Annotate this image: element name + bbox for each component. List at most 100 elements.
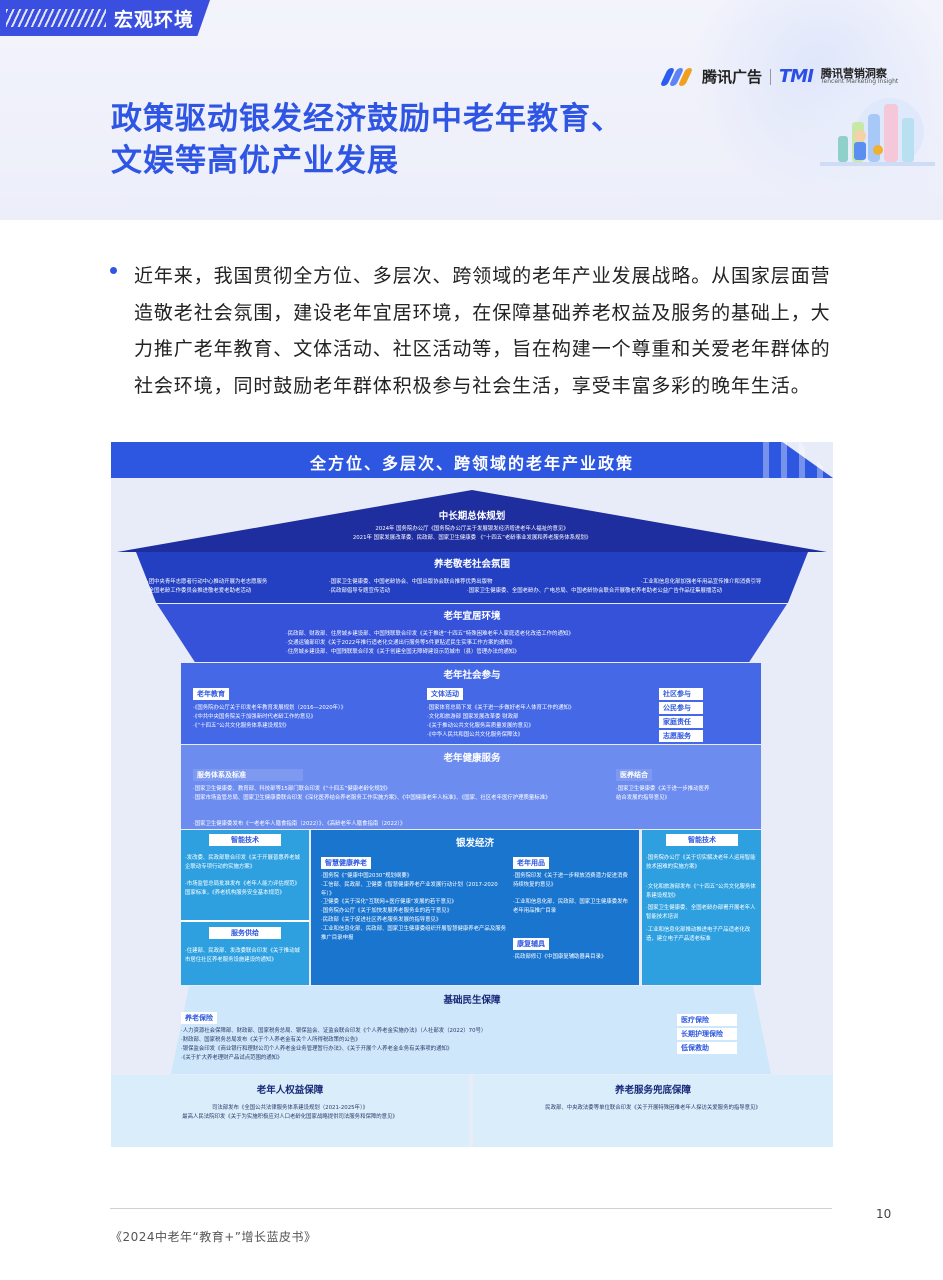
page-title-line1: 政策驱动银发经济鼓励中老年教育、: [111, 101, 623, 137]
tag-rehab-aids: 康复辅具: [513, 938, 549, 950]
policy-diagram: 全方位、多层次、跨领域的老年产业政策 中长期总体规划 2024年 国务院办公厅《…: [111, 442, 833, 1147]
tag-medical-elderly-care: 医养结合: [616, 769, 652, 781]
culture-sports-item: ·文化和旅游部 国家发展改革委 财政部: [427, 714, 519, 720]
tag-culture-sports: 文体活动: [427, 688, 463, 700]
fallback-service-item: 民政部、中央政法委等单位联合印发《关于开展特殊困难老年人探访关爱服务的指导意见》: [545, 1105, 761, 1111]
livable-environment-title: 老年宜居环境: [443, 611, 501, 622]
diagram-banner: [111, 442, 833, 478]
bullet-dot-icon: [110, 267, 117, 274]
smart-tech-left-item: ·市场监管总局批准发布《老年人能力评估规范》国家标准，《养老机构服务安全基本规范…: [185, 881, 300, 896]
smart-tech-right-item: ·工业和信息化部推动推进电子产品适老化改造，建立电子产品适老标准: [646, 927, 751, 942]
tag-elderly-education: 老年教育: [193, 688, 229, 700]
smart-health-item: ·国务院《“健康中国2030”规划纲要》: [321, 873, 413, 879]
tag-ltc-insurance: 长期护理保险: [677, 1028, 737, 1040]
section-label: 宏观环境: [114, 9, 195, 31]
logo-divider: [770, 68, 772, 85]
page-title-line2: 文娱等高优产业发展: [111, 143, 399, 179]
elderly-rights-title: 老年人权益保障: [256, 1085, 324, 1096]
culture-sports-item: ·《中华人民共和国公共文化服务保障法》: [427, 732, 524, 738]
silver-economy-title: 银发经济: [455, 838, 494, 849]
elderly-goods-item: ·国务院印发《关于进一步释放消费潜力促进消费持续恢复的意见》: [513, 873, 628, 888]
column-smart-tech-left: [181, 830, 309, 985]
livable-environment-item: ·民政部、财政部、住房城乡建设部、中国残联联合印发《关于推进“十四五”特殊困难老…: [286, 631, 574, 637]
column-smart-tech-right: [642, 830, 761, 985]
tencent-ads-logo-icon: [659, 67, 694, 86]
long-term-plan-title: 中长期总体规划: [438, 511, 506, 522]
medical-elderly-care-item: 结合发展的指导意见》: [616, 795, 670, 801]
fallback-service-title: 养老服务兜底保障: [614, 1085, 691, 1096]
social-atmosphere-item: ·国家卫生健康委、全国老龄办、广电总局、中国老龄协会联合开展敬老养老助老公益广告…: [467, 588, 723, 594]
footer-divider: [110, 1208, 832, 1209]
rehab-aids-item: ·民政部修订《中国康复辅助器具目录》: [513, 954, 607, 960]
layer-elderly-rights: [111, 1075, 469, 1147]
tag-family-responsibility: 家庭责任: [659, 716, 703, 728]
tmi-logo-text: 腾讯营销洞察 Tencent Marketing Insight: [821, 68, 898, 85]
long-term-plan-line: 2024年 国务院办公厅《国务院办公厅关于发展银发经济增进老年人福祉的意见》: [375, 526, 569, 532]
pension-insurance-item: ·银保监会印发《商业银行和理财公司个人养老金业务管理暂行办法》、《关于开展个人养…: [181, 1046, 453, 1052]
culture-sports-item: ·国家体育总局下发《关于进一步做好老年人体育工作的通知》: [427, 705, 575, 711]
layer-health-service: [181, 745, 761, 829]
livable-environment-item: ·交通运输部印发《关于2022年推行适老化交通出行服务等5件更贴近民生实事工作方…: [286, 640, 516, 646]
smart-health-item: ·卫健委《关于深化“互联网+医疗健康”发展的若干意见》: [321, 899, 457, 905]
basic-livelihood-title: 基础民生保障: [443, 995, 501, 1006]
layer-basic-livelihood: [171, 986, 771, 1074]
diagram-title: 全方位、多层次、跨领域的老年产业政策: [309, 454, 634, 473]
footer-book-title: 《2024中老年“教育+”增长蓝皮书》: [110, 1230, 317, 1244]
logo-row: 腾讯广告 TMI 腾讯营销洞察 Tencent Marketing Insigh…: [659, 66, 898, 87]
service-system-item: ·国家卫生健康委发布《一老老年人膳食指南（2022）》、《高龄老年人膳食指南（2…: [193, 821, 406, 827]
layer-livable-environment: [157, 604, 787, 662]
social-atmosphere-item: ·民政部倡导专题宣传活动: [329, 588, 391, 594]
elderly-education-item: ·《国务院办公厅关于印发老年教育发展规划（2016—2020年）》: [193, 705, 347, 711]
intro-text: 近年来，我国贯彻全方位、多层次、跨领域的老年产业发展战略。从国家层面营造敬老社会…: [134, 265, 831, 397]
smart-tech-right-item: ·文化和旅游部发布《“十四五”公共文化服务体系建设规划》: [646, 884, 756, 899]
smart-tech-right-title: 智能技术: [666, 834, 738, 846]
tag-elderly-goods: 老年用品: [513, 857, 549, 869]
social-atmosphere-item: ·团中央青年志愿者行动中心推动开展为老志愿服务: [147, 579, 268, 585]
culture-sports-item: ·《关于推动公共文化服务高质量发展的意见》: [427, 723, 534, 729]
intro-paragraph: 近年来，我国贯彻全方位、多层次、跨领域的老年产业发展战略。从国家层面营造敬老社会…: [110, 258, 850, 404]
elderly-goods-item: ·工业和信息化部、民政部、国家卫生健康委发布老年用品推广目录: [513, 899, 628, 914]
social-atmosphere-item: ·国家卫生健康委、中国老龄协会、中国出版协会联合推荐优秀出版物: [329, 579, 493, 585]
smart-tech-left-title: 智能技术: [209, 834, 281, 846]
service-system-item: ·国家市场监管总局、国家卫生健康委联合印发《深化医养结合养老服务工作实施方案》、…: [193, 795, 551, 801]
pension-insurance-item: ·财政部、国家税务总局发布《关于个人养老金有关个人所得税政策的公告》: [181, 1037, 361, 1043]
tencent-ads-logo-text: 腾讯广告: [702, 68, 763, 86]
hatch-decoration: [6, 9, 106, 27]
social-atmosphere-item: ·全国老龄工作委员会推进敬老爱老助老活动: [147, 588, 252, 594]
tag-volunteer-service: 志愿服务: [659, 730, 703, 742]
smart-health-item: ·工业和信息化部、民政部、国家卫生健康委组织开展智慧健康养老产品及服务推广目录申…: [321, 926, 506, 941]
page-header: 宏观环境 腾讯广告 TMI 腾讯营销洞察 Tencent Marketing I…: [0, 0, 943, 220]
service-system-item: ·国家卫生健康委、教育部、科技部等15部门联合印发《“十四五”健康老龄化规划》: [193, 786, 391, 792]
tag-medical-insurance: 医疗保险: [677, 1014, 737, 1026]
page-number: 10: [876, 1207, 892, 1221]
elderly-rights-item: 司法部发布《全国公共法律服务体系建设规划（2021-2025年）》: [211, 1105, 369, 1111]
social-participation-title: 老年社会参与: [443, 670, 501, 681]
tag-smart-health: 智慧健康养老: [321, 857, 371, 869]
social-atmosphere-item: ·工业和信息化部加强老年用品宣传推介和消费引导: [641, 579, 762, 585]
tag-minimum-living: 低保救助: [677, 1042, 737, 1054]
pension-insurance-item: ·《关于扩大养老理财产品试点范围的通知》: [181, 1055, 283, 1061]
tag-community-participation: 社区参与: [659, 688, 703, 700]
smart-health-item: ·民政部《关于促进社区养老服务发展的指导意见》: [321, 917, 442, 923]
long-term-plan-line: 2021年 国家发展改革委、民政部、国家卫生健康委 《“十四五”老龄事业发展和养…: [352, 535, 592, 541]
health-service-title: 老年健康服务: [443, 753, 501, 764]
column-silver-economy: [311, 830, 639, 985]
layer-social-atmosphere: [136, 552, 808, 603]
smart-tech-right-item: ·国家卫生健康委、全国老龄办部署开展老年人智能技术培训: [646, 905, 756, 920]
page-title: 政策驱动银发经济鼓励中老年教育、 文娱等高优产业发展: [111, 98, 623, 182]
column-divider: [181, 920, 309, 922]
smart-health-item: ·工信部、民政部、卫健委《智慧健康养老产业发展行动计划（2017-2020年）》: [321, 882, 498, 897]
elderly-education-item: ·《“十四五”公共文化服务体系建设规划》: [193, 723, 290, 729]
tag-civic-participation: 公民参与: [659, 702, 703, 714]
medical-elderly-care-item: ·国家卫生健康委《关于进一步推动医养: [616, 786, 710, 792]
service-supply-title: 服务供给: [209, 927, 281, 939]
tmi-logo-cn: 腾讯营销洞察: [820, 67, 887, 80]
social-atmosphere-title: 养老敬老社会氛围: [433, 559, 510, 570]
smart-tech-right-item: ·国务院办公厅《关于切实解决老年人运用智能技术困难的实施方案》: [646, 855, 756, 870]
smart-health-item: ·国务院办公厅《关于加快发展养老服务业的若干意见》: [321, 908, 453, 914]
service-supply-item: ·住建部、民政部、发改委联合印发《关于推动城市居住社区养老服务设施建设的通知》: [185, 948, 300, 963]
livable-environment-item: ·住房城乡建设部、中国残联联合印发《关于创建全国无障碍建设示范城市（县）管理办法…: [286, 649, 520, 655]
pension-insurance-item: ·人力资源社会保障部、财政部、国家税务总局、银保监会、证监会联合印发《个人养老金…: [181, 1028, 487, 1034]
tmi-logo-mark: TMI: [779, 66, 814, 87]
tmi-logo-en: Tencent Marketing Insight: [820, 78, 899, 85]
